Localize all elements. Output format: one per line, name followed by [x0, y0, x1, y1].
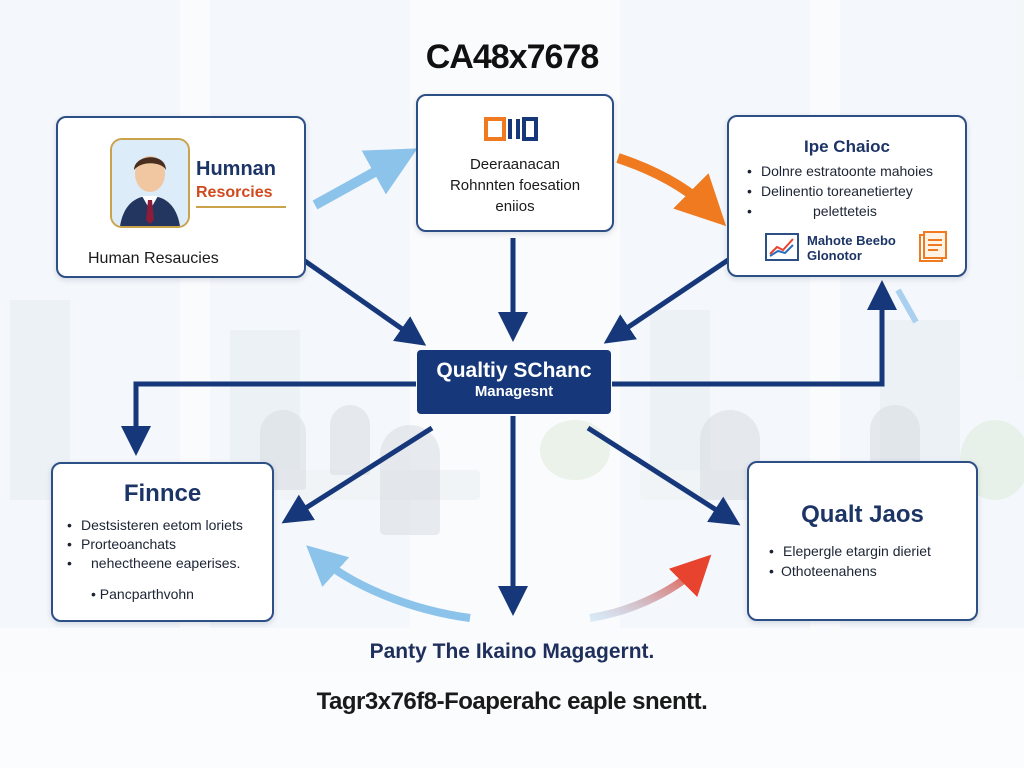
- hr-title: Humnan: [196, 158, 276, 180]
- quality-card: Qualt Jaos Elepergle etargin dieriet Oth…: [747, 461, 978, 621]
- data-card: Deeraanacan Rohnnten foesation eniios: [416, 94, 614, 232]
- arrow-hr-to-data: [312, 148, 418, 210]
- data-line: eniios: [495, 198, 535, 215]
- arrow-hub-to-finance-diag: [281, 425, 434, 524]
- hr-footer: Human Resaucies: [88, 250, 219, 267]
- bullet-item: Delinentio toreanetiertey: [745, 181, 957, 201]
- caption-band: [0, 672, 1024, 768]
- central-hub: Qualtiy SChanc Managesnt: [417, 350, 611, 414]
- bullet-item: Elepergle etargin dieriet: [767, 541, 970, 561]
- data-line: Deeraanacan: [469, 156, 561, 173]
- tech-title: Ipe Chaioc: [804, 137, 890, 156]
- finance-bullets: Destsisteren eetom loriets Prorteoanchat…: [65, 516, 266, 573]
- bottom-label: Panty The Ikaino Magagernt.: [369, 640, 655, 663]
- arrow-bottom-to-finance: [306, 545, 471, 622]
- hub-subtitle: Managesnt: [474, 383, 554, 400]
- bullet-item: Dolnre estratoonte mahoies: [745, 161, 957, 181]
- arrow-tech-to-hub: [603, 245, 748, 344]
- bullet-continuation: nehectheene eaperises.: [65, 554, 266, 573]
- hub-title: Qualtiy SChanc: [436, 359, 592, 382]
- arrow-data-to-tech: [616, 153, 727, 227]
- tech-footer-label: Mahote Beebo Glonotor: [807, 233, 896, 263]
- hr-card: Humnan Resorcies Human Resaucies: [56, 116, 306, 278]
- bullet-item: Destsisteren eetom loriets: [65, 516, 266, 535]
- quality-title: Qualt Jaos: [801, 501, 924, 528]
- tech-card: Ipe Chaioc Dolnre estratoonte mahoies De…: [727, 115, 967, 277]
- hr-subtitle: Resorcies: [196, 184, 273, 201]
- arrow-hub-to-quality: [586, 425, 741, 526]
- arrow-hub-to-tech: [612, 280, 897, 387]
- footer-line: Mahote Beebo: [807, 233, 896, 248]
- arrow-bottom-to-quality: [589, 554, 712, 622]
- arrow-hub-to-finance: [121, 381, 416, 456]
- diagram-title: CA48x7678: [425, 38, 599, 76]
- data-body: Deeraanacan Rohnnten foesation eniios: [418, 154, 612, 217]
- finance-extra: • Pancparthvohn: [91, 586, 194, 602]
- tech-bullets: Dolnre estratoonte mahoies Delinentio to…: [745, 161, 957, 221]
- caption: Tagr3x76f8-Foaperahc eaple snentt.: [316, 688, 708, 715]
- footer-line: Glonotor: [807, 248, 862, 263]
- document-icon: [919, 231, 947, 262]
- light-accent: [895, 288, 919, 324]
- person-avatar-icon: [110, 138, 190, 228]
- finance-card: Finnce Destsisteren eetom loriets Prorte…: [51, 462, 274, 622]
- bullet-continuation: peletteteis: [745, 201, 957, 221]
- bullet-continuation: Othoteenahens: [767, 561, 970, 581]
- quality-bullets: Elepergle etargin dieriet Othoteenahens: [767, 541, 970, 581]
- divider: [196, 206, 286, 208]
- brand-logo-icon: [484, 117, 538, 141]
- bullet-item: Prorteoanchats: [65, 535, 266, 554]
- arrow-hr-to-hub: [290, 249, 427, 346]
- finance-title: Finnce: [123, 480, 202, 507]
- data-line: Rohnnten foesation: [449, 177, 581, 194]
- chart-icon: [765, 233, 799, 261]
